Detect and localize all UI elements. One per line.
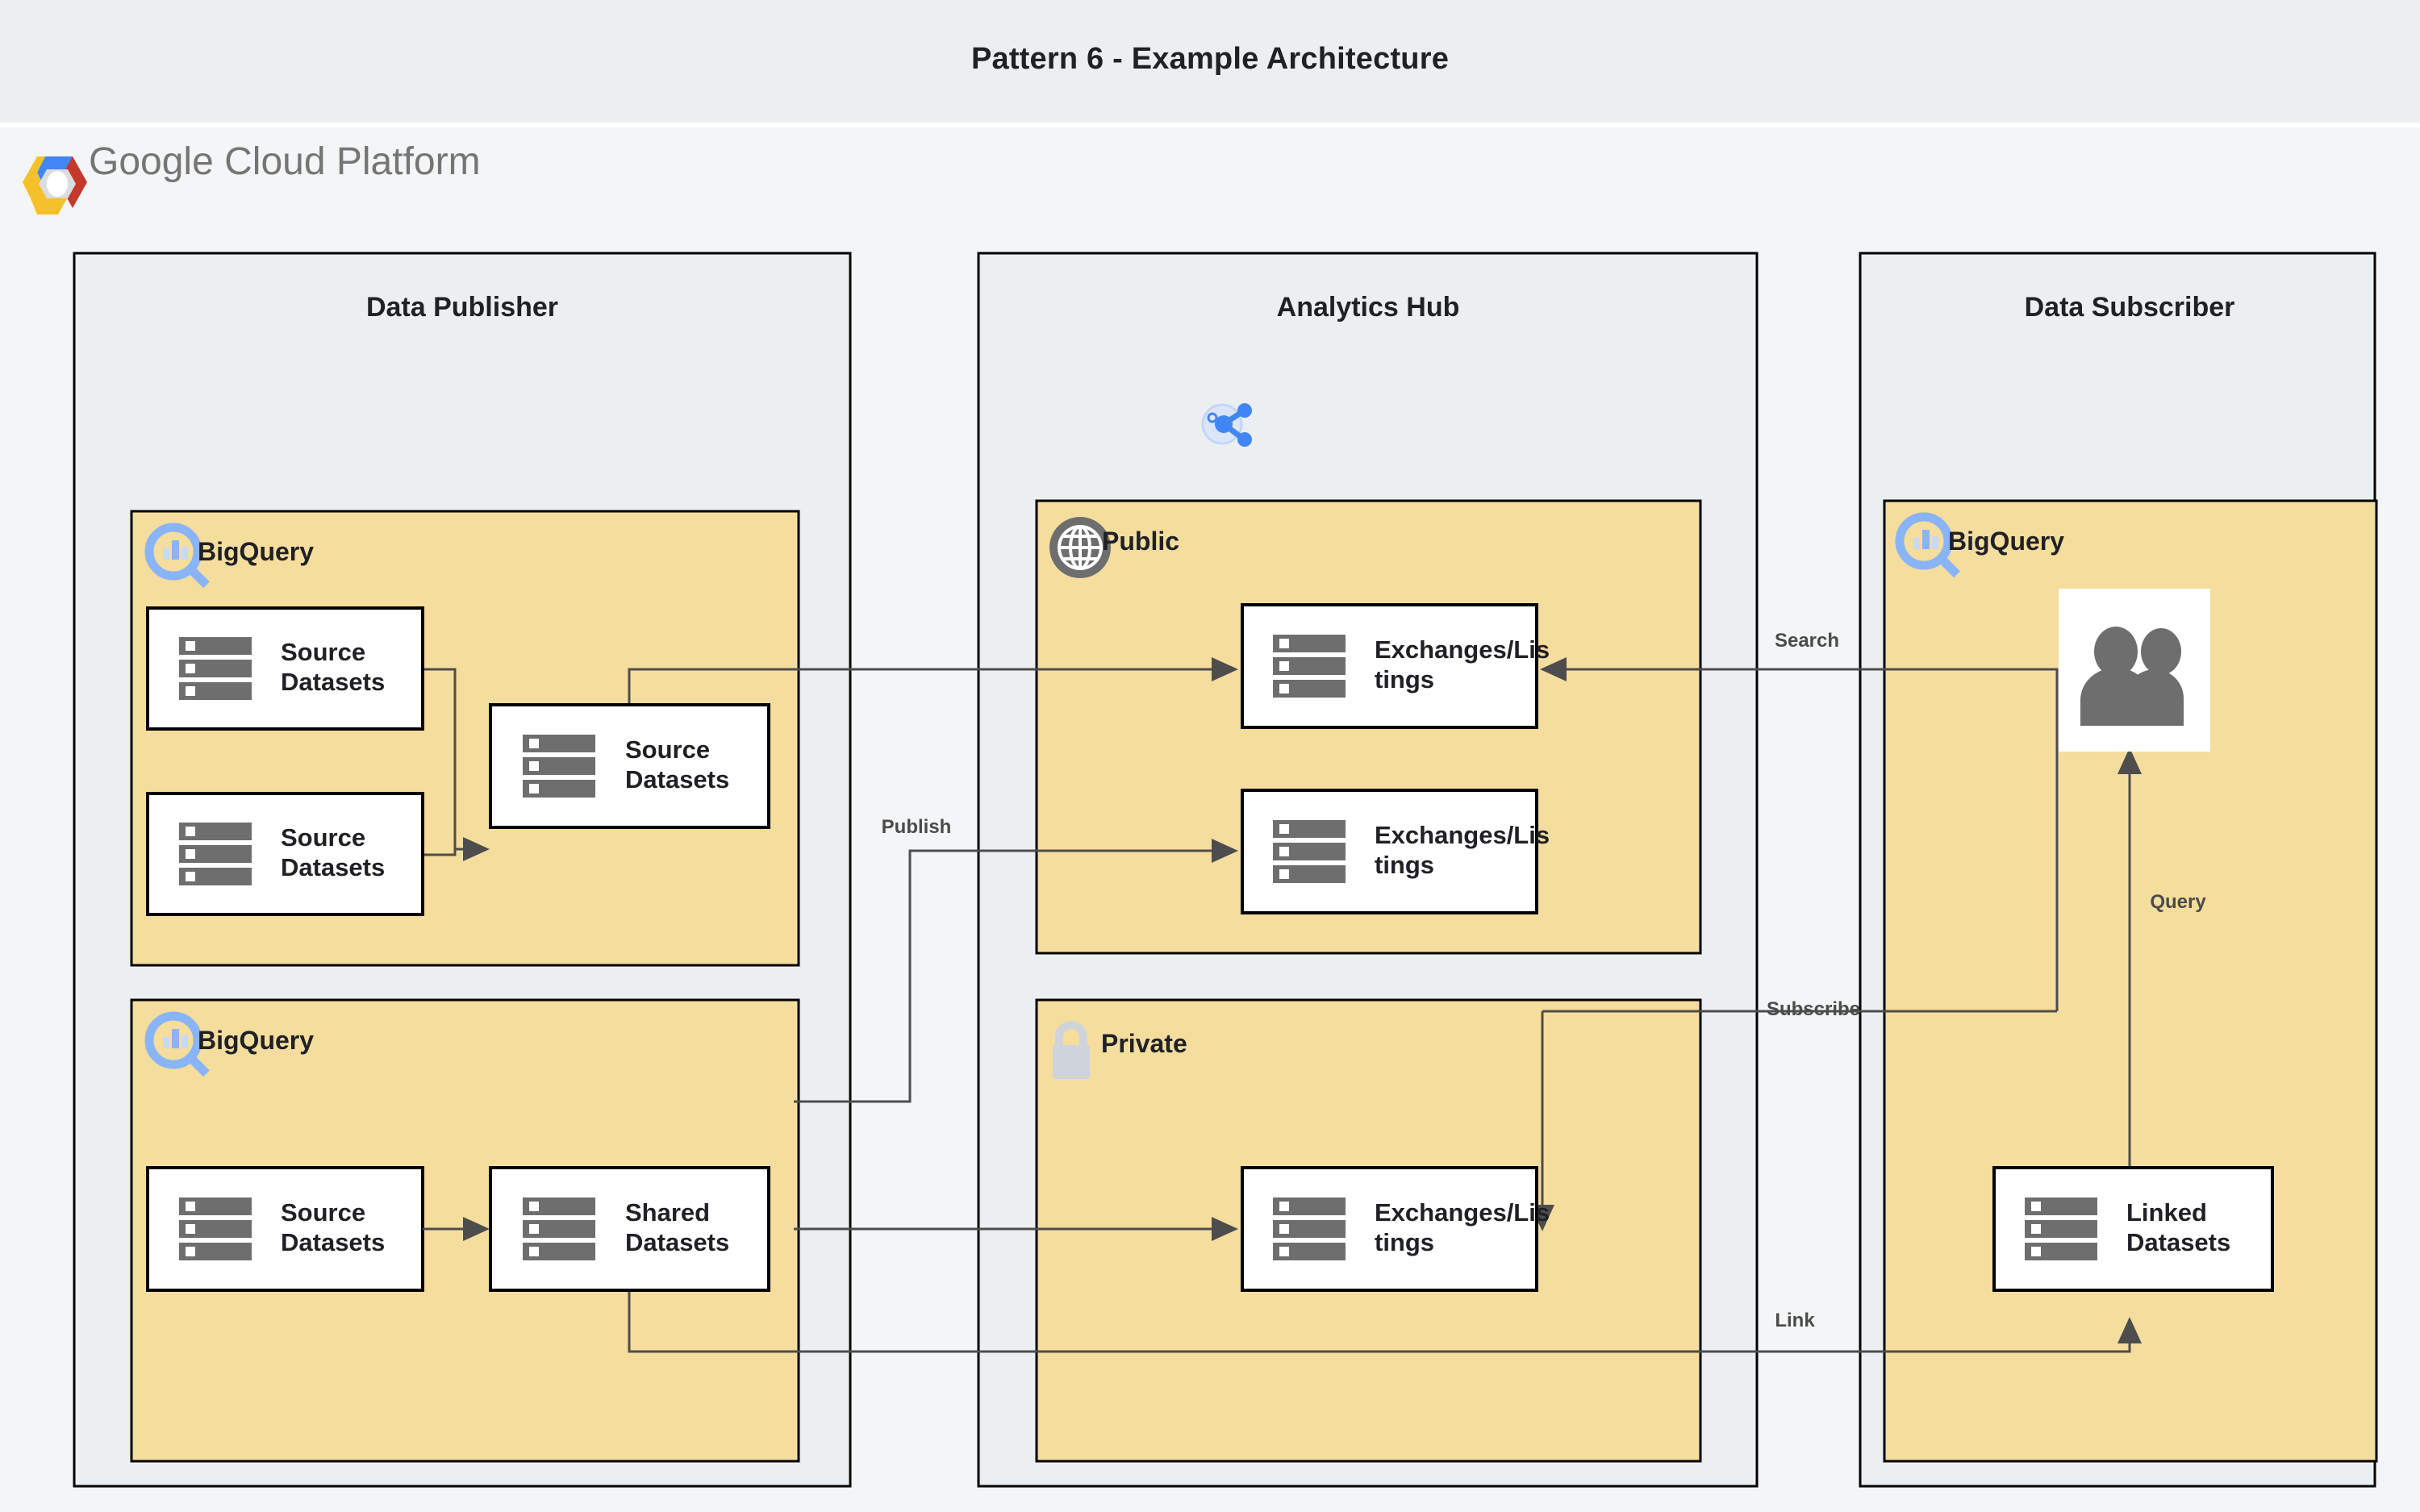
node-subscriber-users[interactable]	[2059, 589, 2210, 752]
dataset-icon	[179, 823, 252, 885]
edge-search	[1540, 657, 2059, 1011]
node-subscriber-linked[interactable]: Linked Datasets	[1992, 1166, 2274, 1292]
node-label-line2: Datasets	[625, 765, 729, 793]
edge-source2-to-source3	[423, 849, 457, 856]
node-public-listing-1[interactable]: Exchanges/Lis tings	[1241, 603, 1550, 729]
globe-icon	[1049, 517, 1111, 578]
node-label-line1: Exchanges/Lis	[1375, 1198, 1550, 1227]
node-label-line2: Datasets	[281, 668, 385, 696]
dataset-icon	[179, 637, 252, 700]
zone-label-data-publisher: Data Publisher	[366, 292, 558, 323]
node-pub-shared[interactable]: Shared Datasets	[489, 1166, 770, 1292]
dataset-icon	[523, 735, 595, 798]
dataset-icon	[179, 1198, 252, 1260]
node-label-line2: Datasets	[2126, 1228, 2230, 1256]
dataset-icon	[523, 1198, 595, 1260]
edge-label-subscribe: Subscribe	[1767, 998, 1860, 1020]
group-label-publisher-bigquery-top: BigQuery	[198, 537, 314, 566]
share-nodes-icon	[1201, 403, 1252, 447]
node-label-line2: tings	[1375, 851, 1434, 879]
node-label-line1: Source	[281, 638, 365, 666]
zone-label-analytics-hub: Analytics Hub	[1277, 292, 1460, 323]
diagram-canvas: Google Cloud Platform Data Publisher Big…	[0, 127, 2420, 1512]
dataset-icon	[1273, 635, 1346, 698]
node-label-line1: Exchanges/Lis	[1375, 635, 1550, 664]
node-label-line1: Source	[281, 1198, 365, 1227]
node-pub-source-3[interactable]: Source Datasets	[489, 703, 770, 829]
edge-label-publish: Publish	[882, 816, 952, 838]
page-title: Pattern 6 - Example Architecture	[970, 42, 1450, 76]
dataset-icon	[1273, 1198, 1346, 1260]
bigquery-icon	[144, 523, 210, 589]
gcp-wordmark: Google Cloud Platform	[89, 140, 481, 183]
node-label-line2: tings	[1375, 1228, 1434, 1256]
dataset-icon	[1273, 820, 1346, 883]
dataset-icon	[2025, 1198, 2097, 1260]
bigquery-icon	[1895, 512, 1960, 578]
users-icon	[2080, 627, 2184, 726]
node-label-line2: tings	[1375, 665, 1434, 694]
node-label-line2: Datasets	[625, 1228, 729, 1256]
node-label-line2: Datasets	[281, 853, 385, 881]
node-label-line1: Source	[625, 735, 710, 764]
google-cloud-platform-logo	[23, 156, 87, 215]
zone-label-data-subscriber: Data Subscriber	[2025, 292, 2235, 323]
edge-publish-to-public-listing-2	[794, 839, 1238, 1103]
group-label-subscriber-bigquery: BigQuery	[1948, 527, 2064, 556]
group-label-hub-public: Public	[1102, 527, 1179, 556]
edge-publish-to-public-listing-1	[628, 657, 1238, 705]
node-label-line1: Shared	[625, 1198, 710, 1227]
group-label-publisher-bigquery-bottom: BigQuery	[198, 1026, 314, 1055]
node-pub-source-4[interactable]: Source Datasets	[146, 1166, 424, 1292]
edge-label-link: Link	[1775, 1310, 1815, 1331]
group-label-hub-private: Private	[1101, 1029, 1187, 1058]
node-label-line1: Source	[281, 823, 365, 852]
node-pub-source-1[interactable]: Source Datasets	[146, 606, 424, 731]
diagram-svg: Google Cloud Platform Data Publisher Big…	[23, 140, 2378, 1488]
node-pub-source-2[interactable]: Source Datasets	[146, 792, 424, 916]
bigquery-icon	[144, 1011, 210, 1077]
title-bar: Pattern 6 - Example Architecture	[0, 0, 2420, 123]
node-label-line1: Exchanges/Lis	[1375, 821, 1550, 849]
node-private-listing[interactable]: Exchanges/Lis tings	[1241, 1166, 1550, 1292]
lock-icon	[1053, 1021, 1090, 1079]
node-label-line1: Linked	[2126, 1198, 2207, 1227]
edge-label-query: Query	[2150, 891, 2206, 913]
node-public-listing-2[interactable]: Exchanges/Lis tings	[1241, 789, 1550, 914]
node-label-line2: Datasets	[281, 1228, 385, 1256]
edge-label-search: Search	[1775, 630, 1839, 652]
